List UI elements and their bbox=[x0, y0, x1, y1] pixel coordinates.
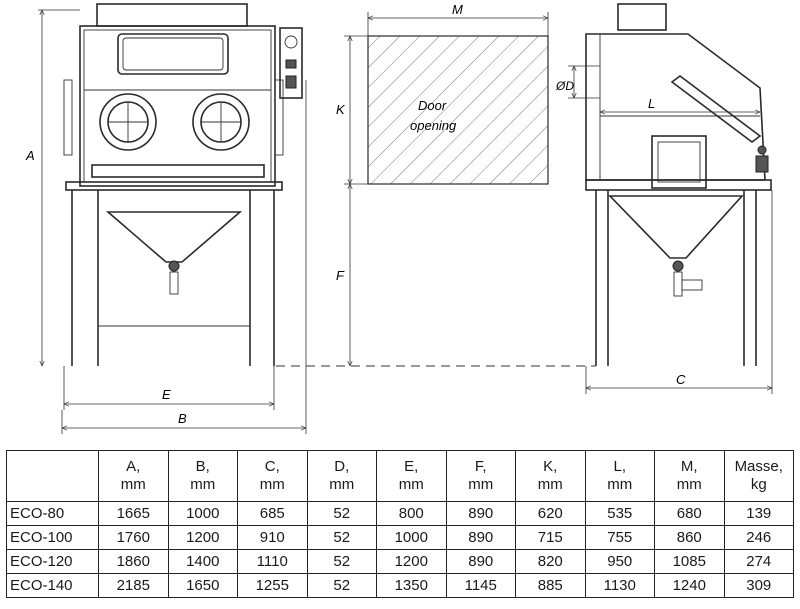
dimension-lines: A E B M K F ØD L C bbox=[25, 2, 772, 434]
header-masse: Masse,kg bbox=[723, 450, 794, 502]
model-cell: ECO-140 bbox=[6, 573, 99, 598]
value-cell: 680 bbox=[654, 501, 725, 526]
value-cell: 274 bbox=[723, 549, 794, 574]
value-cell: 52 bbox=[306, 573, 377, 598]
value-cell: 755 bbox=[584, 525, 655, 550]
value-cell: 1760 bbox=[98, 525, 169, 550]
side-hatch bbox=[651, 135, 707, 189]
door-opening-hatch bbox=[367, 35, 549, 185]
value-cell: 885 bbox=[515, 573, 586, 598]
header-L: L,mm bbox=[584, 450, 655, 502]
header-C: C,mm bbox=[237, 450, 308, 502]
value-cell: 139 bbox=[723, 501, 794, 526]
value-cell: 820 bbox=[515, 549, 586, 574]
value-cell: 910 bbox=[237, 525, 308, 550]
dim-label-E: E bbox=[162, 387, 171, 402]
side-cabinet-body bbox=[585, 33, 766, 181]
viewing-window bbox=[117, 33, 229, 75]
value-cell: 685 bbox=[237, 501, 308, 526]
value-cell: 1350 bbox=[376, 573, 447, 598]
value-cell: 246 bbox=[723, 525, 794, 550]
value-cell: 1130 bbox=[584, 573, 655, 598]
value-cell: 715 bbox=[515, 525, 586, 550]
dim-label-F: F bbox=[336, 268, 345, 283]
header-M: M,mm bbox=[654, 450, 725, 502]
table-row: ECO-120 1860 1400 1110 52 1200 890 820 9… bbox=[6, 549, 794, 574]
door-label-line1: Door bbox=[418, 98, 447, 113]
front-view bbox=[63, 3, 303, 366]
value-cell: 2185 bbox=[98, 573, 169, 598]
glove-port-left bbox=[99, 93, 157, 151]
value-cell: 800 bbox=[376, 501, 447, 526]
value-cell: 52 bbox=[306, 525, 377, 550]
dim-label-D: ØD bbox=[555, 79, 574, 93]
header-F: F,mm bbox=[445, 450, 516, 502]
value-cell: 1255 bbox=[237, 573, 308, 598]
value-cell: 1200 bbox=[376, 549, 447, 574]
value-cell: 1240 bbox=[654, 573, 725, 598]
table-row: ECO-80 1665 1000 685 52 800 890 620 535 … bbox=[6, 501, 794, 526]
dim-label-C: C bbox=[676, 372, 686, 387]
header-B: B,mm bbox=[167, 450, 238, 502]
door-label-line2: opening bbox=[410, 118, 457, 133]
value-cell: 1860 bbox=[98, 549, 169, 574]
model-cell: ECO-100 bbox=[6, 525, 99, 550]
value-cell: 950 bbox=[584, 549, 655, 574]
side-view bbox=[585, 3, 772, 366]
value-cell: 1145 bbox=[445, 573, 516, 598]
top-lamp-box bbox=[96, 3, 248, 27]
dim-label-K: K bbox=[336, 102, 346, 117]
value-cell: 890 bbox=[445, 549, 516, 574]
value-cell: 1110 bbox=[237, 549, 308, 574]
dim-label-A: A bbox=[25, 148, 35, 163]
value-cell: 890 bbox=[445, 525, 516, 550]
header-A: A,mm bbox=[98, 450, 169, 502]
cabinet-technical-drawing: Door opening A E bbox=[25, 2, 800, 434]
dim-label-L: L bbox=[648, 96, 655, 111]
cabinet-body bbox=[79, 25, 276, 187]
table-row: ECO-100 1760 1200 910 52 1000 890 715 75… bbox=[6, 525, 794, 550]
hopper-front bbox=[105, 211, 243, 263]
model-cell: ECO-80 bbox=[6, 501, 99, 526]
hopper-side bbox=[608, 195, 744, 259]
value-cell: 860 bbox=[654, 525, 725, 550]
value-cell: 535 bbox=[584, 501, 655, 526]
value-cell: 309 bbox=[723, 573, 794, 598]
control-panel bbox=[279, 27, 303, 99]
value-cell: 890 bbox=[445, 501, 516, 526]
glove-port-right bbox=[192, 93, 250, 151]
header-E: E,mm bbox=[376, 450, 447, 502]
value-cell: 1085 bbox=[654, 549, 725, 574]
table-corner-cell bbox=[6, 450, 99, 502]
model-cell: ECO-120 bbox=[6, 549, 99, 574]
door-opening-view: Door opening bbox=[367, 35, 549, 185]
value-cell: 52 bbox=[306, 549, 377, 574]
value-cell: 1000 bbox=[376, 525, 447, 550]
dim-label-B: B bbox=[178, 411, 187, 426]
value-cell: 1400 bbox=[167, 549, 238, 574]
dim-label-M: M bbox=[452, 2, 463, 17]
value-cell: 52 bbox=[306, 501, 377, 526]
table-row: ECO-140 2185 1650 1255 52 1350 1145 885 … bbox=[6, 573, 794, 598]
header-D: D,mm bbox=[306, 450, 377, 502]
value-cell: 1200 bbox=[167, 525, 238, 550]
value-cell: 620 bbox=[515, 501, 586, 526]
value-cell: 1000 bbox=[167, 501, 238, 526]
header-K: K,mm bbox=[515, 450, 586, 502]
dimensions-table: A,mm B,mm C,mm D,mm E,mm F,mm K,mm L,mm … bbox=[6, 450, 794, 598]
table-header-row: A,mm B,mm C,mm D,mm E,mm F,mm K,mm L,mm … bbox=[6, 450, 794, 502]
value-cell: 1665 bbox=[98, 501, 169, 526]
value-cell: 1650 bbox=[167, 573, 238, 598]
